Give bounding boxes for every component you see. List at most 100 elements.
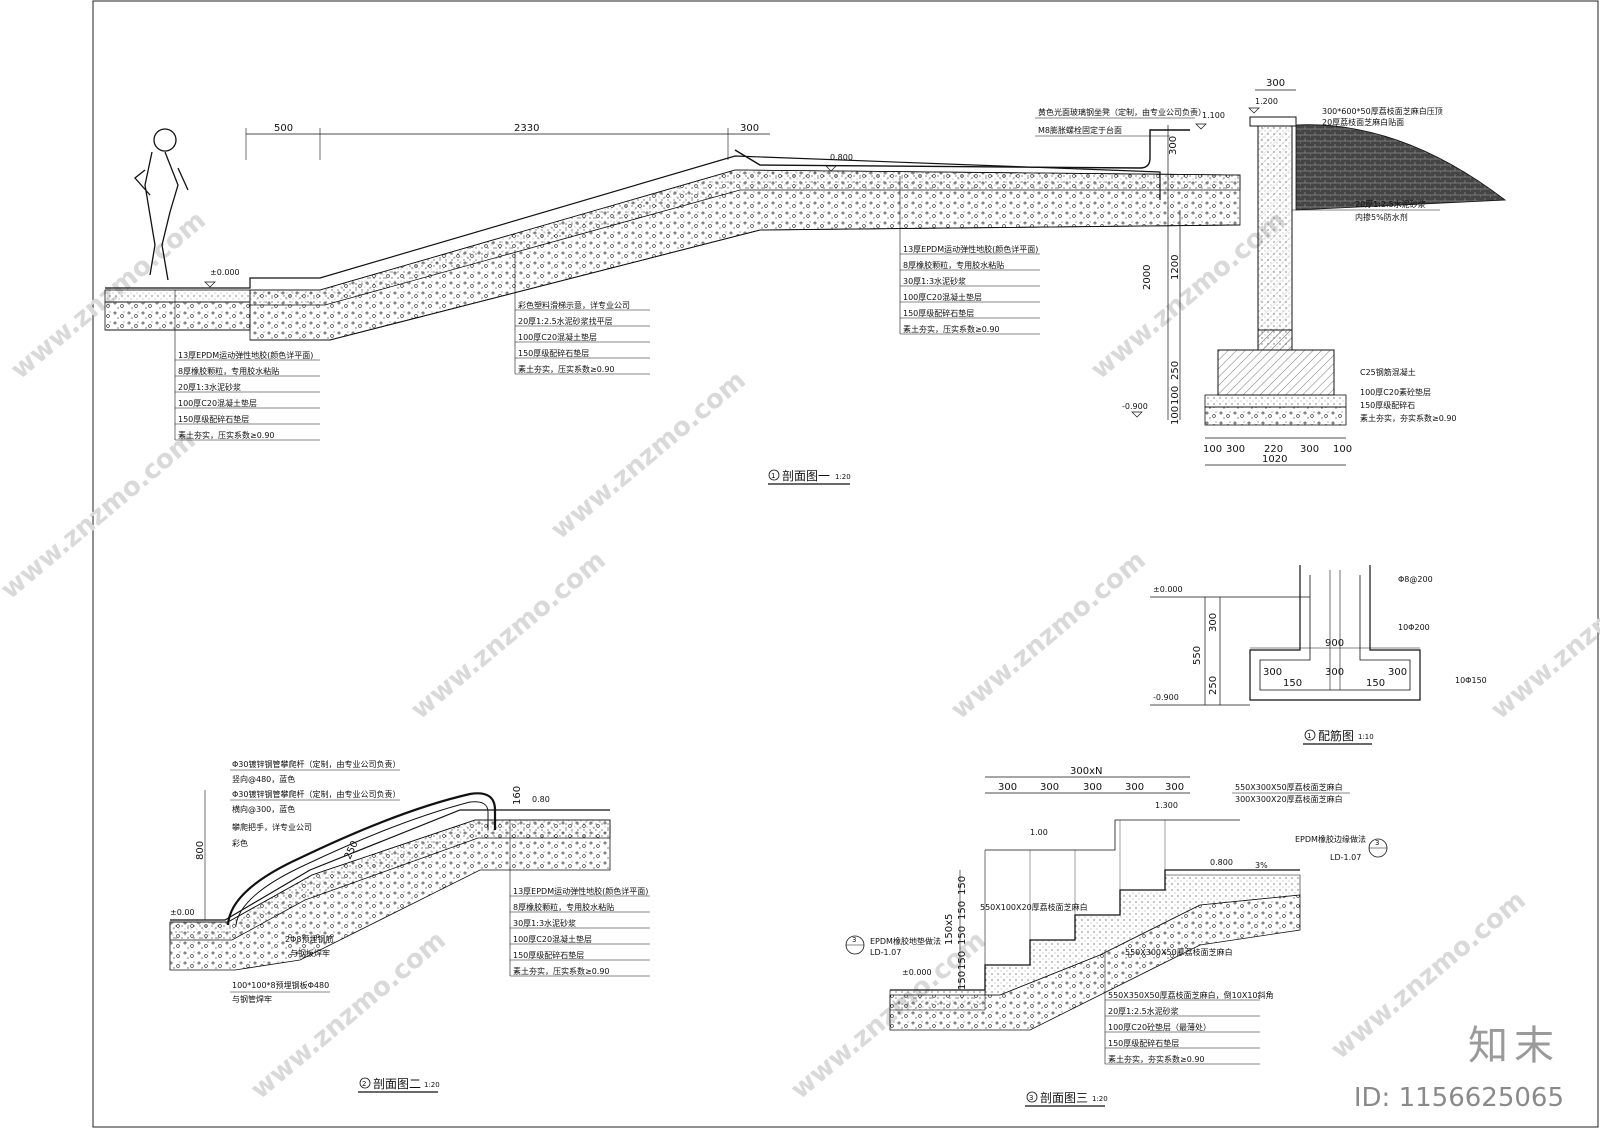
note-wall-side-1: 内掺5%防水剂 [1355,212,1408,222]
dim-bottom-300b: 300 [1300,444,1319,455]
note-wall-base-3: 素土夯实，夯实系数≥0.90 [1360,413,1457,423]
sec2-dim-800: 800 [195,841,206,860]
sec3-dim-riser-1: 150 [957,901,968,920]
rebar-dim-550: 550 [1192,646,1203,665]
sec2-note-layer-3: 100厚C20混凝土垫层 [513,934,592,944]
sec3-note-layer-0: 550X350X50厚荔枝面芝麻白，倒10X10斜角 [1108,990,1274,1000]
note-wall-side-0: 20厚1:2.5水泥砂浆 [1355,199,1426,209]
rebar-dim-250: 250 [1208,676,1219,695]
note-left-5: 素土夯实，压实系数≥0.90 [178,430,275,440]
rebar-dim-300a: 300 [1263,667,1282,678]
note-wall-base-0: C25钢筋混凝土 [1360,367,1416,377]
sec2-note-rail-5: 彩色 [232,838,248,848]
note-wall-top-0: 300*600*50厚荔枝面芝麻白压顶 [1322,106,1443,116]
rebar-note-2: 10Φ150 [1455,676,1487,685]
sec3-note-mid-0: EPDM橡胶边缘做法 [1295,834,1366,844]
sec2-note-rail-2: Φ30镀锌钢管攀爬杆（定制，由专业公司负责） [232,789,400,799]
notes-ramp [514,250,650,375]
watermark-site: www.znzmo.com [945,545,1151,725]
note-right-0: 13厚EPDM运动弹性地胶(颜色详平面) [903,244,1038,254]
rebar-dim-300c: 300 [1388,667,1407,678]
level-low: -0.900 [1122,402,1148,411]
sec3-note-layer-2: 100厚C20砼垫层（最薄处） [1108,1022,1211,1032]
rebar-index: 1 [1307,732,1311,740]
note-wall-top-1: 20厚荔枝面芝麻白贴面 [1322,117,1404,127]
image-id-label: ID: 1156625065 [1353,1083,1564,1113]
sec3-note-mid-3: 550X300X50厚荔枝面芝麻白 [1125,947,1233,957]
sec3-dim-riser-total: 150x5 [944,914,955,945]
level-rail: 1.100 [1202,111,1225,120]
sec2-note-layer-0: 13厚EPDM运动弹性地胶(颜色详平面) [513,886,648,896]
section-one-scale: 1:20 [835,473,851,481]
rebar-dim-150b: 150 [1366,678,1385,689]
section-two-title: 剖面图二 [373,1077,421,1091]
dim-2000: 2000 [1142,265,1153,290]
sec3-note-mid-2: 550X100X20厚荔枝面芝麻白 [980,902,1088,912]
sec3-note-top-0: 550X300X50厚荔枝面芝麻白 [1235,782,1343,792]
dim-250: 250 [1170,361,1181,380]
rebar-note-1: 10Φ200 [1398,623,1430,632]
sec2-index: 2 [362,1080,366,1088]
rebar-note-0: Φ8@200 [1398,575,1433,584]
sec2-note-rail-4: 攀爬把手，详专业公司 [232,822,312,832]
dim-bottom-300a: 300 [1226,444,1245,455]
sec3-dim-top-2: 300 [1083,782,1102,793]
sec3-note-mid-1: EPDM橡胶地垫做法 [870,936,941,946]
dim-bottom-220: 220 [1264,444,1283,455]
note-left-3: 100厚C20混凝土垫层 [178,398,257,408]
section-one-title: 剖面图一 [782,469,830,483]
note-left-2: 20厚1:3水泥砂浆 [178,382,241,392]
rebar-dim-300: 300 [1208,613,1219,632]
section-three-title: 剖面图三 [1040,1091,1088,1105]
sec3-dim-top-0: 300 [998,782,1017,793]
sec2-note-layer-2: 30厚1:3水泥砂浆 [513,918,576,928]
sec3-note-top-1: 300X300X20厚荔枝面芝麻白 [1235,794,1343,804]
sec3-note-layer-3: 150厚级配碎石垫层 [1108,1038,1179,1048]
sec2-note-rail-1: 竖向@480，蓝色 [232,774,295,784]
dim-300-v: 300 [1168,136,1179,155]
person-figure [134,128,189,281]
note-right-4: 150厚级配碎石垫层 [903,308,974,318]
rebar-title: 配筋图 [1318,728,1354,743]
sec3-ref-num-right: 3 [1375,839,1379,847]
level-wall: 1.200 [1255,97,1278,106]
sec3-dim-riser-2: 150 [957,926,968,945]
section-two: 800 160 250 ±0.00 0.80 Φ30镀锌钢管攀爬杆（定制，由专业… [169,759,650,1093]
wall-coping [1249,116,1297,127]
sec2-note-layer-4: 150厚级配碎石垫层 [513,950,584,960]
sec3-level-top: 0.800 [1210,858,1233,867]
ramp-surface [105,155,1161,289]
rebar-dim-300b: 300 [1325,667,1344,678]
note-ramp-0: 彩色塑料滑梯示意，详专业公司 [518,300,630,310]
note-rail-0: 黄色光面玻璃钢坐凳（定制，由专业公司负责） [1038,107,1206,117]
dim-100a: 100 [1170,386,1181,405]
climbing-bar [226,792,497,926]
sec3-ref-tag-right: LD-1.07 [1330,853,1361,862]
dim-300: 300 [740,123,759,134]
sec3-ref-tag-left: LD-1.07 [870,948,901,957]
sec2-dim-160: 160 [512,786,523,805]
sec2-note-rail-0: Φ30镀锌钢管攀爬杆（定制，由专业公司负责） [232,759,400,769]
sec2-note-anchor-2: 100*100*8预埋钢板Φ480 [232,980,329,990]
section-two-scale: 1:20 [424,1081,440,1089]
sec2-note-rail-3: 横向@300，蓝色 [232,804,295,814]
sec2-note-anchor-1: 与钢板焊牢 [290,948,330,958]
brand-mark: 知末 [1468,1023,1560,1069]
note-ramp-3: 150厚级配碎石垫层 [518,348,589,358]
watermark-site: www.znzmo.com [0,425,202,605]
level-start: ±0.000 [210,268,240,277]
sec3-slope: 3% [1255,861,1268,870]
sec3-ref-num-left: 3 [852,936,856,944]
sec2-note-anchor-3: 与钢管焊牢 [232,994,272,1004]
section-one: 500 2330 300 ±0.000 0.800 1.100 1.200 -0… [104,78,1507,485]
sec3-dim-top-1: 300 [1040,782,1059,793]
sec3-level-mid: 1.300 [1155,801,1178,810]
dim-bottom-100b: 100 [1333,444,1352,455]
note-wall-base-1: 100厚C20素砼垫层 [1360,387,1431,397]
watermark-site: www.znzmo.com [405,545,611,725]
notes-left [174,290,320,441]
sec3-dim-riser-0: 150 [957,876,968,895]
note-wall-base-2: 150厚级配碎石 [1360,400,1415,410]
title-index-circle [768,469,780,481]
rebar-level-top: ±0.000 [1153,585,1183,594]
